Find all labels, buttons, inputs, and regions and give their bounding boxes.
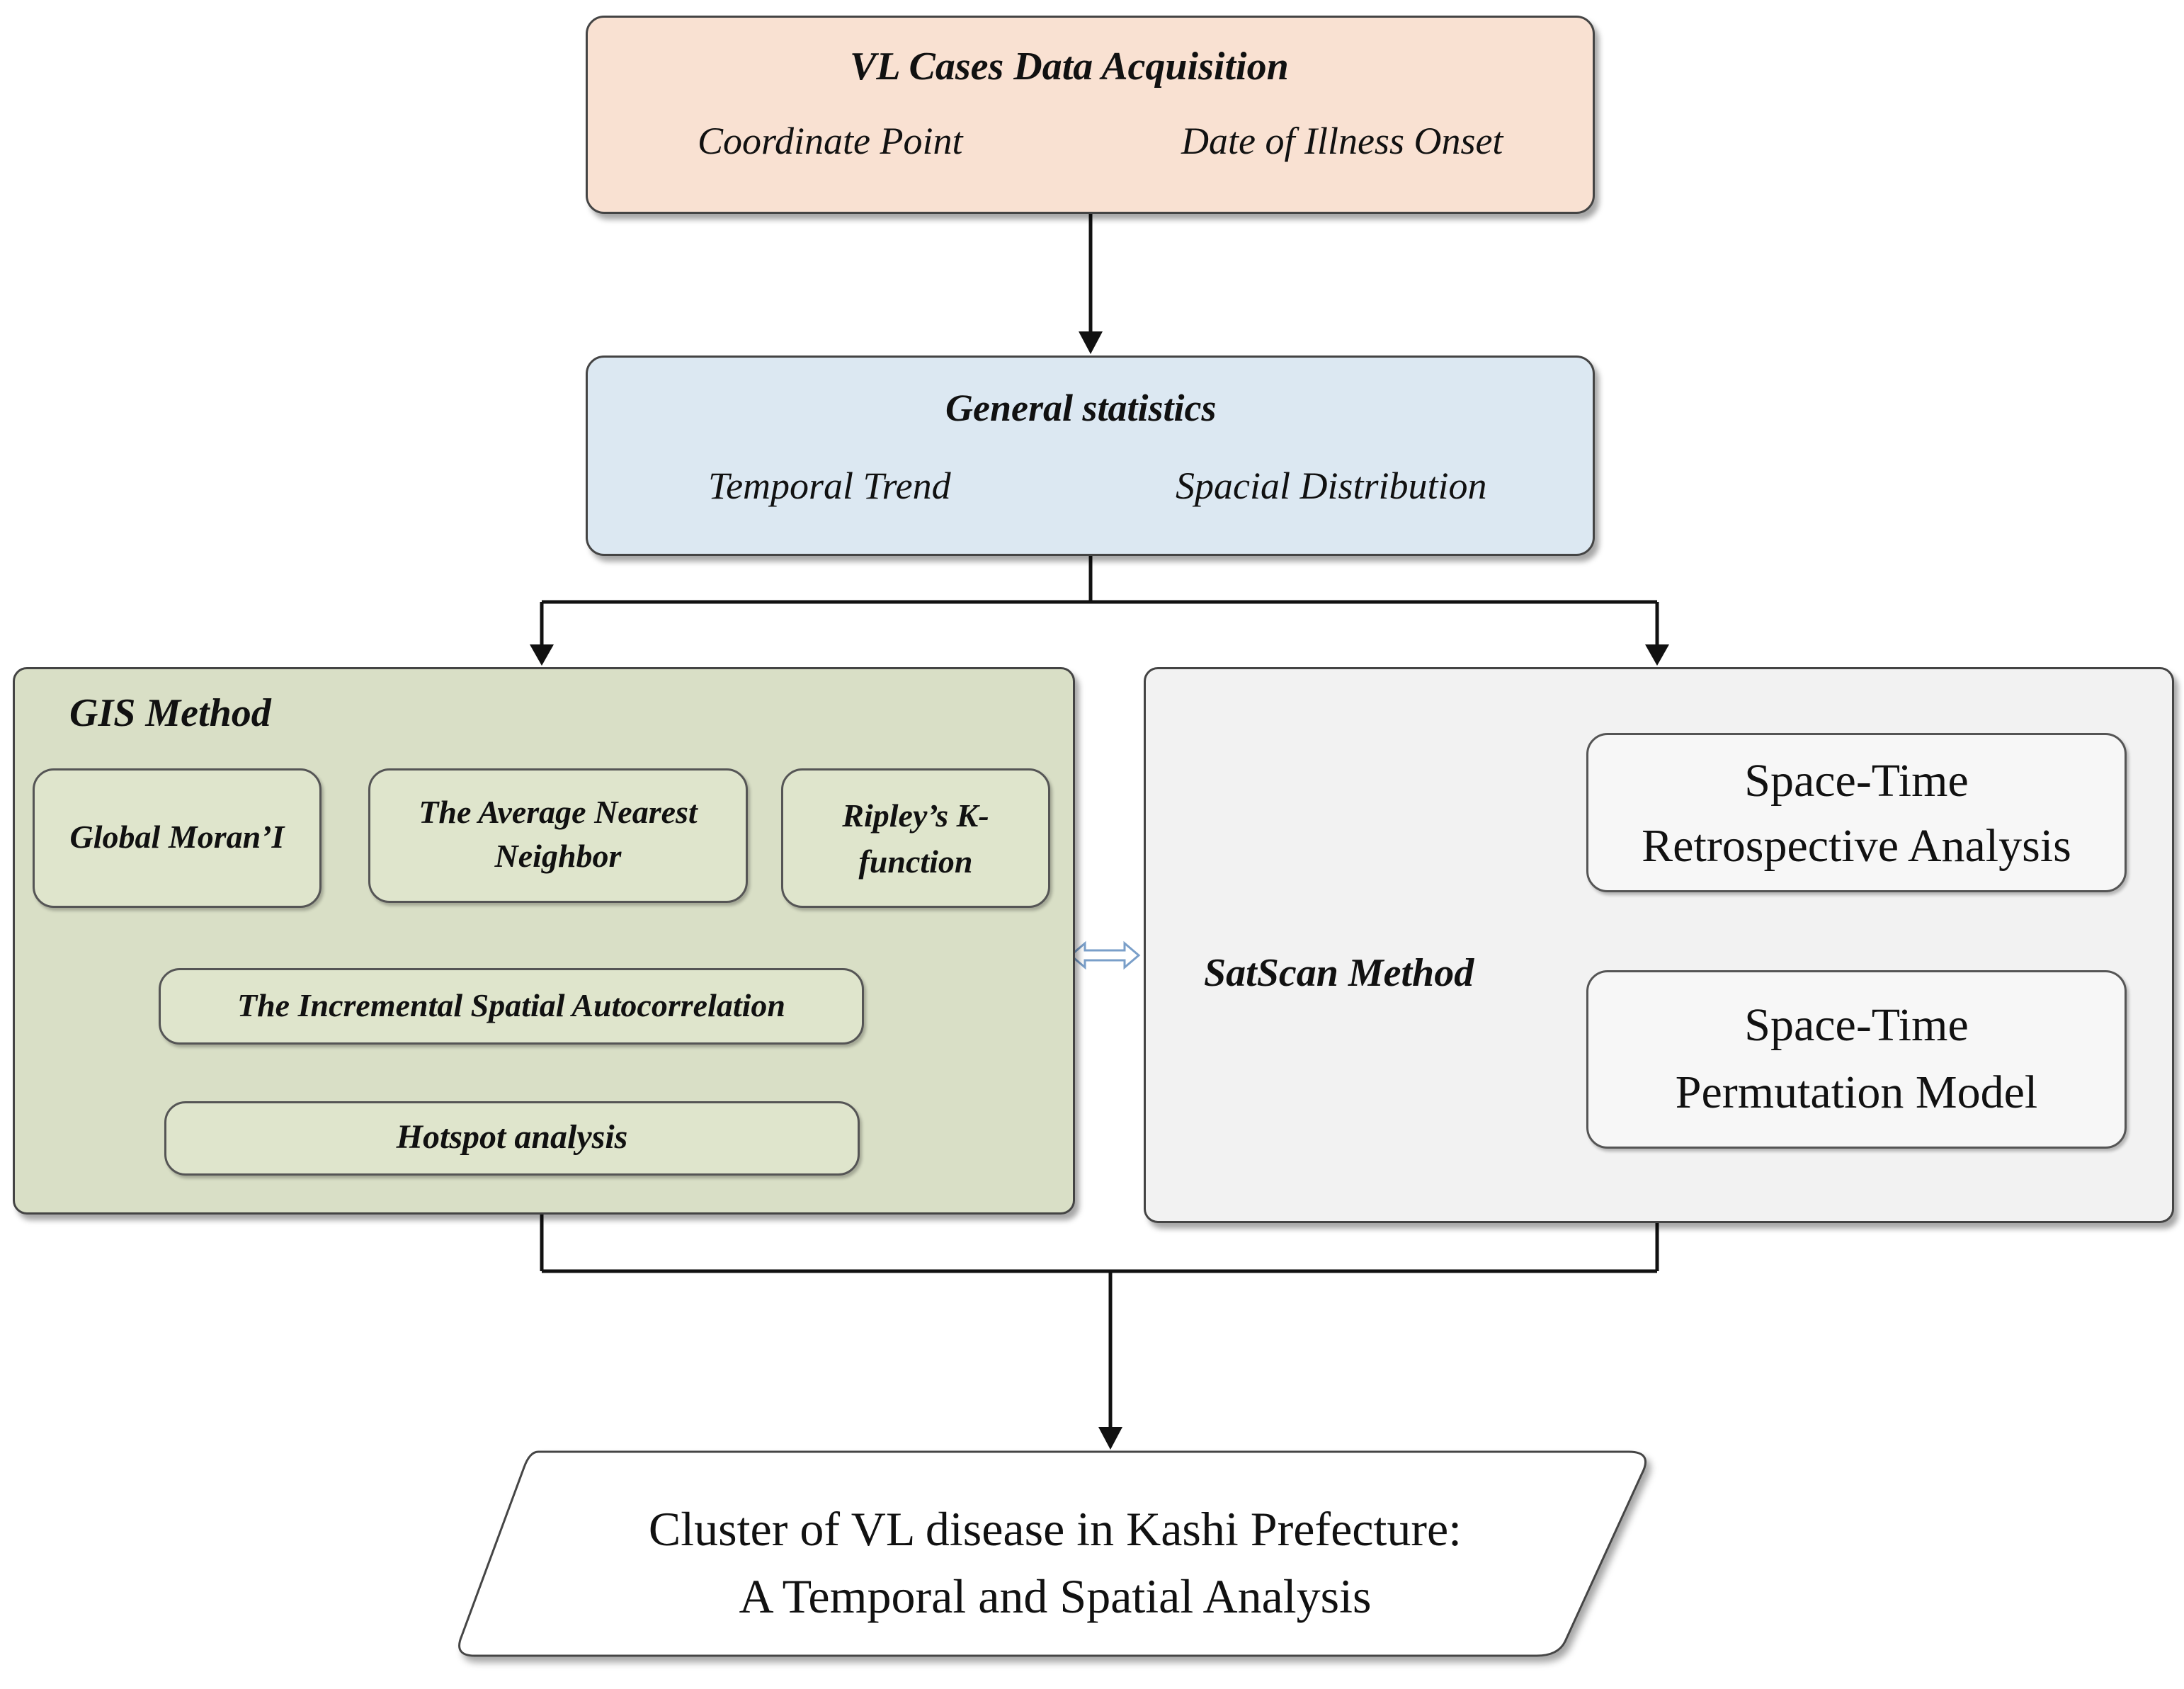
general-statistics-box — [586, 356, 1595, 556]
retrospective-line1: Space-Time — [1744, 755, 1969, 807]
permutation-line1: Space-Time — [1744, 999, 1969, 1051]
retrospective-analysis-box — [1586, 733, 2127, 892]
retrospective-line2: Retrospective Analysis — [1642, 820, 2071, 872]
hotspot-analysis-box — [164, 1101, 860, 1176]
general-item-spatial: Spacial Distribution — [1176, 465, 1487, 507]
hotspot-analysis-label: Hotspot analysis — [396, 1118, 628, 1156]
incremental-spatial-autocorrelation-box — [159, 968, 864, 1045]
general-item-temporal: Temporal Trend — [708, 465, 951, 507]
result-line1: Cluster of VL disease in Kashi Prefectur… — [648, 1502, 1462, 1556]
acquisition-item-onset: Date of Illness Onset — [1181, 120, 1503, 162]
permutation-model-box — [1586, 970, 2127, 1149]
acquisition-title: VL Cases Data Acquisition — [850, 45, 1289, 89]
acquisition-item-coordinate: Coordinate Point — [698, 120, 963, 162]
ripley-k-function-box — [781, 768, 1050, 908]
satscan-method-title: SatScan Method — [1204, 951, 1474, 995]
general-statistics-title: General statistics — [945, 387, 1217, 429]
average-nearest-line2: Neighbor — [494, 838, 622, 874]
ripley-line1: Ripley’s K- — [842, 797, 989, 834]
arrow-methods-merge — [540, 1215, 1659, 1431]
global-moran-box — [33, 768, 322, 908]
average-nearest-line1: The Average Nearest — [419, 794, 698, 830]
incremental-spatial-autocorrelation-label: The Incremental Spatial Autocorrelation — [237, 987, 785, 1023]
average-nearest-neighbor-box — [368, 768, 748, 903]
result-line2: A Temporal and Spatial Analysis — [739, 1569, 1372, 1623]
acquisition-box — [586, 16, 1595, 214]
global-moran-label: Global Moran’I — [69, 819, 285, 855]
double-arrow-icon — [1069, 940, 1141, 970]
ripley-line2: function — [858, 843, 973, 880]
arrow-general-split — [540, 556, 1659, 648]
gis-method-title: GIS Method — [69, 691, 271, 735]
permutation-line2: Permutation Model — [1675, 1067, 2038, 1118]
